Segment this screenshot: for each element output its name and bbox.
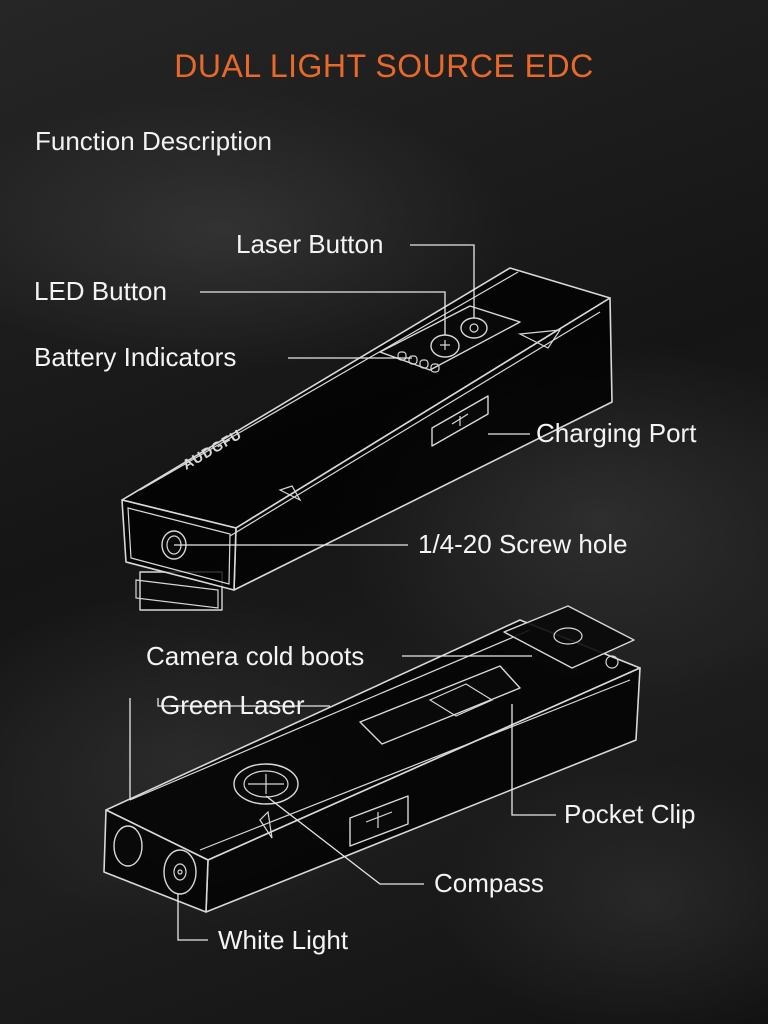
- label-pocket-clip: Pocket Clip: [564, 799, 696, 829]
- leader-lines: [157, 244, 556, 941]
- label-battery-indicators: Battery Indicators: [34, 342, 237, 372]
- page-title: DUAL LIGHT SOURCE EDC: [174, 48, 594, 84]
- top-device: AUDGFU: [121, 267, 613, 611]
- label-camera-cold-boots: Camera cold boots: [146, 641, 365, 671]
- label-compass: Compass: [434, 868, 544, 898]
- label-green-laser: Green Laser: [160, 690, 305, 720]
- label-screw-hole: 1/4-20 Screw hole: [418, 529, 628, 559]
- label-charging-port: Charging Port: [536, 418, 697, 448]
- section-subtitle: Function Description: [35, 126, 272, 156]
- label-led-button: LED Button: [34, 276, 167, 306]
- label-laser-button: Laser Button: [236, 229, 384, 259]
- label-white-light: White Light: [218, 925, 349, 955]
- bottom-device: [103, 605, 641, 913]
